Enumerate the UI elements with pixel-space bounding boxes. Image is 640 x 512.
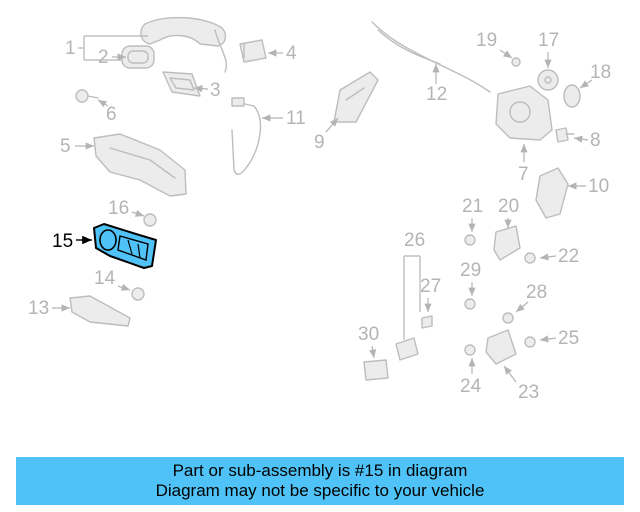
- callout-18: 18: [590, 62, 611, 83]
- part-10-bracket: [535, 167, 569, 219]
- callout-24: 24: [460, 376, 482, 397]
- leader-9: [325, 117, 339, 133]
- callout-7: 7: [518, 164, 529, 185]
- callout-28: 28: [526, 282, 547, 303]
- leader-19: [499, 49, 513, 59]
- callout-4: 4: [286, 43, 297, 64]
- leader-26: [403, 255, 421, 340]
- part-18-cover: [563, 84, 581, 108]
- part-16-clip: [143, 213, 157, 227]
- info-banner: Part or sub-assembly is #15 in diagram D…: [16, 457, 624, 505]
- leader-18: [579, 79, 593, 89]
- leader-1: [78, 35, 148, 61]
- callout-23: 23: [518, 382, 539, 403]
- part-1-outer-handle: [140, 16, 227, 73]
- leader-8: [573, 135, 589, 143]
- part-19-screw: [511, 57, 521, 67]
- banner-line-1: Part or sub-assembly is #15 in diagram: [172, 461, 468, 480]
- callout-14: 14: [94, 268, 116, 289]
- callout-19: 19: [476, 30, 497, 51]
- part-26-rod: [395, 337, 419, 361]
- callout-22: 22: [558, 246, 579, 267]
- leader-28: [515, 301, 529, 313]
- callout-9: 9: [314, 132, 325, 153]
- part-4-cap: [239, 39, 267, 63]
- part-9-bracket: [333, 71, 379, 123]
- part-15-handle-housing: [93, 223, 157, 269]
- part-21-bolt: [464, 234, 476, 246]
- banner-line-2: Diagram may not be specific to your vehi…: [155, 481, 485, 500]
- callout-26: 26: [404, 230, 425, 251]
- part-6-screw: [75, 89, 99, 103]
- part-2-bezel: [121, 45, 155, 69]
- leader-14: [117, 283, 131, 291]
- part-8-bolt: [555, 127, 575, 143]
- part-14-clip: [131, 287, 145, 301]
- callout-12: 12: [426, 84, 447, 105]
- part-25-bolt: [524, 336, 536, 348]
- part-11-cable: [231, 97, 262, 175]
- part-30-bracket: [363, 359, 389, 381]
- callout-6: 6: [106, 104, 117, 125]
- part-23-bracket: [485, 329, 517, 365]
- callout-17: 17: [538, 30, 559, 51]
- callout-27: 27: [420, 276, 441, 297]
- part-20-bracket: [493, 225, 521, 261]
- callout-15: 15: [52, 231, 73, 252]
- part-7-latch: [495, 85, 553, 141]
- part-13-inside-handle: [69, 295, 131, 327]
- part-22-bolt: [524, 252, 536, 264]
- leader-23: [503, 365, 517, 383]
- callout-20: 20: [498, 196, 519, 217]
- part-24-bolt: [464, 344, 476, 356]
- callout-8: 8: [590, 130, 601, 151]
- callout-11: 11: [286, 108, 306, 129]
- callout-25: 25: [558, 328, 579, 349]
- leader-16: [131, 209, 145, 217]
- part-28-bolt: [502, 312, 514, 324]
- callout-3: 3: [210, 80, 221, 101]
- leader-25: [539, 335, 557, 343]
- callout-30: 30: [358, 324, 379, 345]
- part-5-carrier: [93, 133, 187, 197]
- callout-29: 29: [460, 260, 481, 281]
- callout-5: 5: [60, 136, 71, 157]
- part-17-plate: [537, 69, 559, 91]
- part-29-bolt: [464, 298, 476, 310]
- callout-2: 2: [98, 47, 109, 68]
- callout-10: 10: [588, 176, 609, 197]
- leader-3: [193, 85, 209, 93]
- callout-16: 16: [108, 198, 129, 219]
- leader-30: [369, 345, 377, 359]
- part-12-rod: [371, 21, 491, 93]
- part-27-clip: [421, 315, 433, 329]
- callout-13: 13: [28, 298, 49, 319]
- callout-1: 1: [65, 38, 76, 59]
- leader-6: [97, 99, 109, 108]
- callout-21: 21: [462, 196, 483, 217]
- part-3-handle-frame: [162, 71, 201, 97]
- leader-22: [539, 253, 557, 261]
